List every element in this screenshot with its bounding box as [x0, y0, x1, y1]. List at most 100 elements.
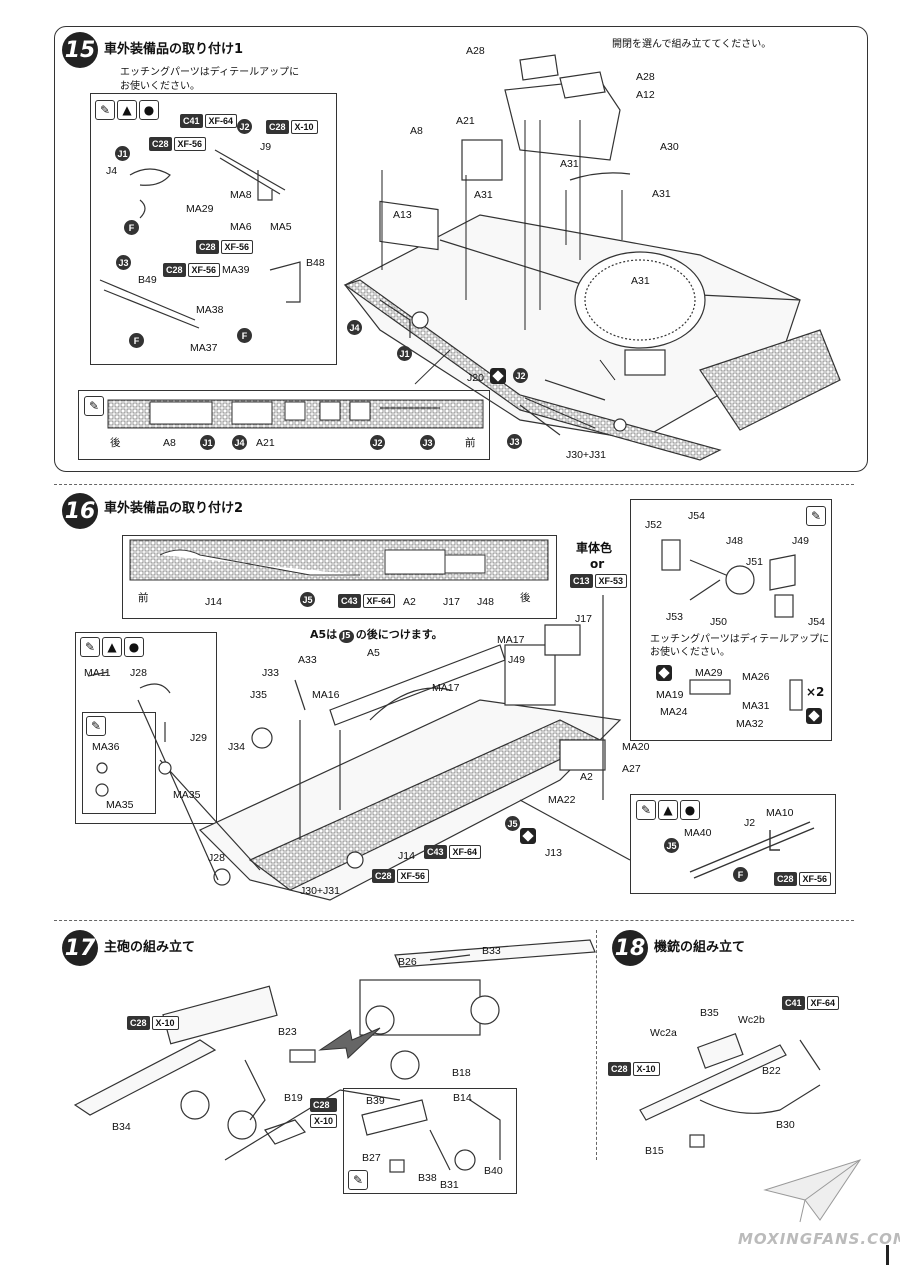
step-16-number: 16	[62, 493, 98, 529]
label-b27: B27	[362, 1152, 381, 1164]
section-divider-1	[54, 484, 854, 485]
inset-j4-circle: J4	[232, 435, 247, 450]
label-j4: J4	[106, 165, 118, 177]
step-16-etch-note-2: お使いください。	[650, 647, 730, 658]
label-ma20: MA20	[622, 741, 650, 753]
label-b31: B31	[440, 1179, 459, 1191]
part-j5-circle: J5	[505, 816, 520, 831]
label-ma26: MA26	[742, 671, 770, 683]
part-j3-circle-b: J3	[507, 434, 522, 449]
step-16-etch-note-1: エッチングパーツはディテールアップに	[650, 634, 830, 645]
glue-drop-icon: ●	[124, 637, 144, 657]
sand-icon: ▲	[117, 100, 137, 120]
paint-brush-icon: ✎	[80, 637, 100, 657]
part-f-circle-2: F	[129, 333, 144, 348]
part-j1-circle: J1	[115, 146, 130, 161]
part-j5-circle-b: J5	[664, 838, 679, 853]
glue-drop-icon: ●	[680, 800, 700, 820]
label-a13: A13	[393, 209, 412, 221]
label-a28-a: A28	[466, 45, 485, 57]
label-ma31: MA31	[742, 700, 770, 712]
step-17-number: 17	[62, 930, 98, 966]
label-b19: B19	[284, 1092, 303, 1104]
label-a2: A2	[580, 771, 593, 783]
body-color-label: 車体色	[576, 541, 613, 555]
step-15-subassembly-box	[90, 93, 337, 365]
step-16-title: 車外装備品の取り付け2	[104, 501, 244, 516]
part-f-circle-1: F	[124, 220, 139, 235]
label-b15: B15	[645, 1145, 664, 1157]
label-j20: J20	[467, 372, 484, 384]
paint-brush-icon: ✎	[636, 800, 656, 820]
label-a28-b: A28	[636, 71, 655, 83]
label-j51: J51	[746, 556, 763, 568]
label-b33: B33	[482, 945, 501, 957]
label-ma17-a: MA17	[497, 634, 525, 646]
page-edge-mark	[886, 1245, 889, 1265]
label-ma5: MA5	[270, 221, 292, 233]
step-16-rear-deck-panel	[122, 535, 557, 619]
paint-brush-icon: ✎	[84, 396, 104, 416]
step-15-frame	[54, 26, 868, 472]
label-j17: J17	[575, 613, 592, 625]
deck-front-label: 前	[138, 592, 149, 604]
label-ma36: MA36	[92, 741, 120, 753]
step-15-inset-strip	[78, 390, 490, 460]
inset-label-a21: A21	[256, 437, 275, 449]
label-b34: B34	[112, 1121, 131, 1133]
label-j30-j31-b: J30+J31	[300, 885, 340, 897]
step-17-subbox	[343, 1088, 517, 1194]
label-j33: J33	[262, 667, 279, 679]
inset-j3-circle: J3	[420, 435, 435, 450]
deck-label-j17: J17	[443, 596, 460, 608]
label-j35: J35	[250, 689, 267, 701]
label-ma38: MA38	[196, 304, 224, 316]
label-b35: B35	[700, 1007, 719, 1019]
inset-j1-circle: J1	[200, 435, 215, 450]
label-j49: J49	[508, 654, 525, 666]
label-ma19: MA19	[656, 689, 684, 701]
label-wc2a: Wc2a	[650, 1027, 677, 1039]
part-j2-circle: J2	[237, 119, 252, 134]
label-a27: A27	[622, 763, 641, 775]
part-j1-circle-b: J1	[397, 346, 412, 361]
label-a5: A5	[367, 647, 380, 659]
label-j48: J48	[726, 535, 743, 547]
optional-part-icon	[520, 828, 536, 844]
step-16-inner-subbox	[82, 712, 156, 814]
step-15-select-note: 開閉を選んで組み立ててください。	[612, 39, 772, 50]
label-j52: J52	[645, 519, 662, 531]
deck-rear-label: 後	[520, 592, 531, 604]
label-j54-a: J54	[688, 510, 705, 522]
step-15-number: 15	[62, 32, 98, 68]
label-b26: B26	[398, 956, 417, 968]
inset-front-label: 前	[465, 437, 476, 449]
label-j13: J13	[545, 847, 562, 859]
part-j3-circle: J3	[116, 255, 131, 270]
section-divider-3	[596, 930, 597, 1160]
label-ma29-b: MA29	[695, 667, 723, 679]
label-a31-d: A31	[631, 275, 650, 287]
deck-label-a2: A2	[403, 596, 416, 608]
label-ma37: MA37	[190, 342, 218, 354]
part-j4-circle: J4	[347, 320, 362, 335]
label-j9: J9	[260, 141, 272, 153]
label-j54-b: J54	[808, 616, 825, 628]
